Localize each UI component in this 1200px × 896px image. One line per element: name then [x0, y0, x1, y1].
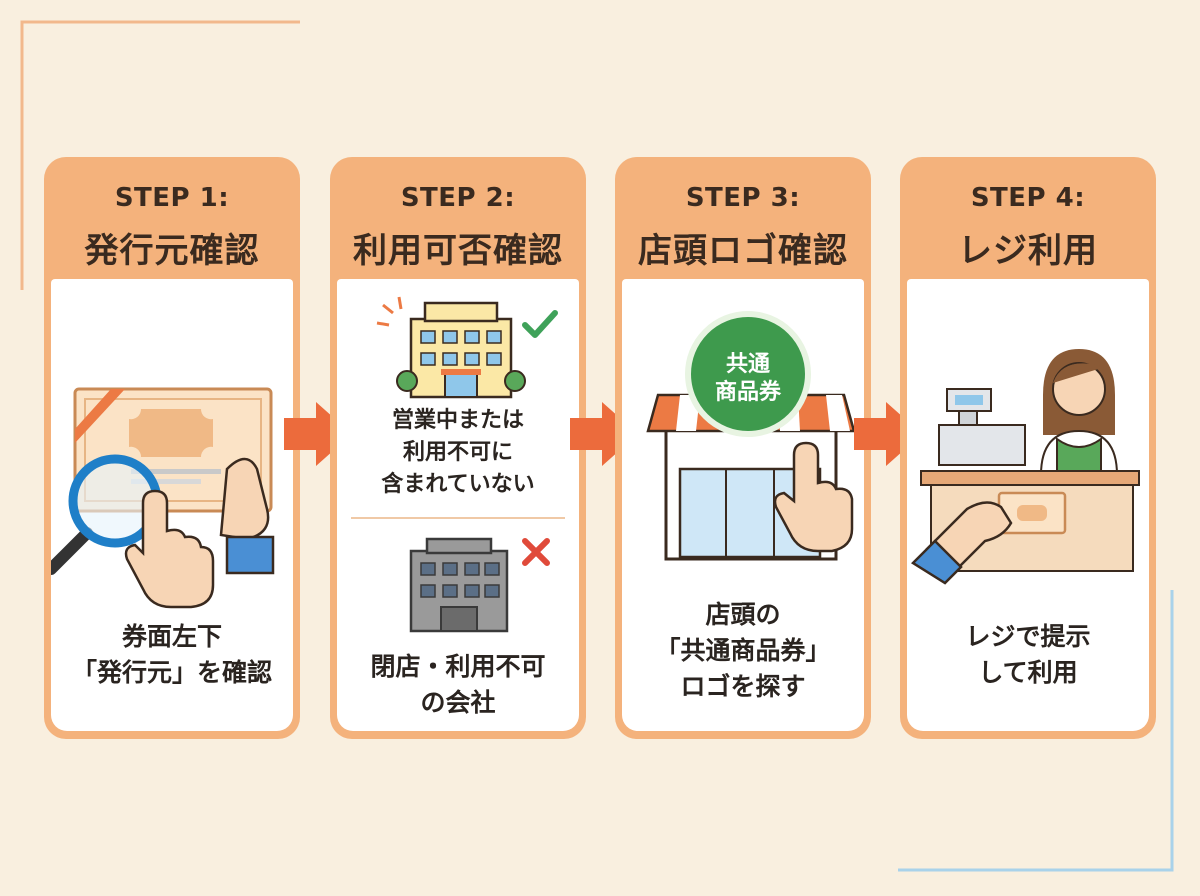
step-header: STEP 2: 利用可否確認: [330, 157, 586, 279]
magnifier-icon: [51, 454, 162, 575]
hand-icon: [911, 501, 1013, 585]
pointing-hand-icon: [124, 489, 215, 609]
step-1-illustration: [51, 387, 275, 609]
logo-badge-line: 商品券: [715, 379, 782, 405]
step-title: 店頭ロゴ確認: [638, 231, 848, 271]
caption-line: の会社: [420, 688, 496, 717]
step-card-2: STEP 2: 利用可否確認: [330, 157, 586, 739]
step-header: STEP 3: 店頭ロゴ確認: [615, 157, 871, 279]
step-caption: 店頭の 「共通商品券」 ロゴを探す: [622, 597, 864, 705]
cash-register-icon: [938, 388, 1026, 466]
caption-line: 券面左下: [121, 622, 222, 651]
caption-line: 営業中または: [391, 408, 524, 433]
caption-line: 利用不可に: [402, 440, 513, 465]
caption-line: 含まれていない: [381, 472, 535, 497]
arrow-right-icon: [570, 402, 638, 466]
open-building-icon: [376, 296, 526, 399]
logo-badge-line: 共通: [726, 352, 770, 377]
step-4-illustration: [911, 349, 1140, 585]
caption-line: 店頭の: [705, 600, 781, 629]
step-title: 発行元確認: [84, 231, 260, 271]
caption-line: 「共通商品券」: [655, 636, 831, 665]
cross-icon: [522, 538, 550, 566]
step-body: 券面左下 「発行元」を確認: [51, 279, 293, 731]
step-caption: レジで提示 して利用: [907, 619, 1149, 691]
step-3-illustration: 共通 商品券: [646, 311, 856, 561]
caption-line: 閉店・利用不可: [370, 652, 546, 681]
step-card-3: STEP 3: 店頭ロゴ確認 共通 商品券 店: [615, 157, 871, 739]
divider: [351, 517, 565, 519]
step-card-4: STEP 4: レジ利用: [900, 157, 1156, 739]
arrow-right-icon: [854, 402, 922, 466]
closed-building-icon: [409, 537, 509, 633]
arrow-right-icon: [284, 402, 352, 466]
holding-hand-icon: [219, 457, 275, 575]
step-header: STEP 4: レジ利用: [900, 157, 1156, 279]
caption-line: 「発行元」を確認: [71, 658, 272, 687]
step-body: 営業中または 利用不可に 含まれていない 閉店・利用不可 の会社: [337, 279, 579, 731]
step-2-illustration: [376, 296, 558, 633]
caption-line: して利用: [978, 658, 1078, 687]
step-title: 利用可否確認: [353, 231, 563, 271]
step-title: レジ利用: [958, 231, 1098, 271]
logo-badge: [685, 311, 811, 437]
caption-line: ロゴを探す: [680, 672, 806, 701]
step-caption-ng: 閉店・利用不可 の会社: [337, 649, 579, 721]
step-caption-ok: 営業中または 利用不可に 含まれていない: [337, 405, 579, 501]
step-body: 共通 商品券 店頭の 「共通商品券」 ロゴを探す: [622, 279, 864, 731]
step-label: STEP 4:: [970, 183, 1086, 213]
step-card-1: STEP 1: 発行元確認: [44, 157, 300, 739]
caption-line: レジで提示: [965, 622, 1091, 651]
ticket-icon: [997, 491, 1067, 535]
pointing-hand-icon: [773, 441, 854, 553]
step-label: STEP 3:: [685, 183, 801, 213]
cashier-icon: [1039, 349, 1119, 476]
step-header: STEP 1: 発行元確認: [44, 157, 300, 279]
step-label: STEP 1:: [114, 183, 230, 213]
check-icon: [522, 310, 558, 338]
step-body: レジで提示 して利用: [907, 279, 1149, 731]
step-caption: 券面左下 「発行元」を確認: [51, 619, 293, 691]
step-label: STEP 2:: [400, 183, 516, 213]
